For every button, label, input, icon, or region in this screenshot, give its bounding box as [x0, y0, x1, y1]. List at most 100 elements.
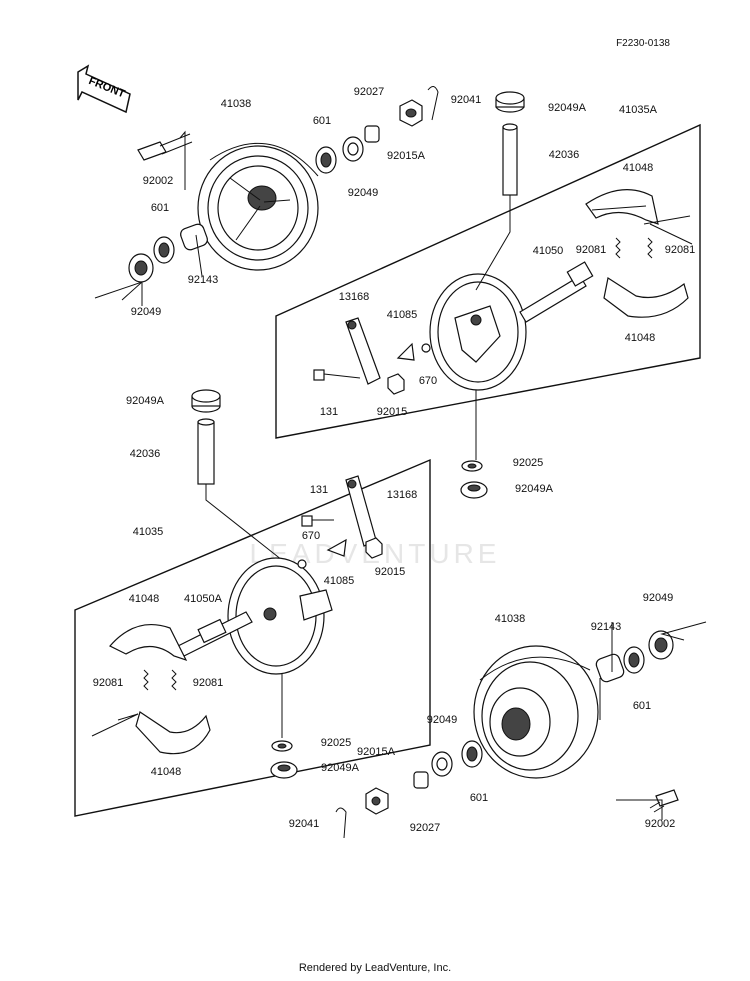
part-label-131_top: 131: [320, 406, 338, 418]
spring-92081-top-l: [615, 237, 621, 259]
brake-drum-top: [197, 142, 319, 271]
bolt-131-top: [313, 369, 361, 381]
spacer-92143-bot: [595, 653, 625, 683]
part-label-92049a_top: 92049A: [548, 102, 587, 114]
seal-92049-top: [342, 136, 364, 162]
bolt-92002-top: [137, 133, 193, 161]
figure-code: F2230-0138: [616, 38, 670, 49]
part-label-42036_left: 42036: [130, 448, 161, 460]
part-label-92025_top: 92025: [513, 457, 544, 469]
bearing-601-bot: [461, 740, 483, 768]
leader-line-axle-left: [205, 484, 283, 561]
part-label-92049_right: 92049: [643, 592, 674, 604]
part-label-42036_top: 42036: [549, 149, 580, 161]
pointer-41085-top: [396, 342, 415, 361]
part-label-601_bot: 601: [470, 792, 488, 804]
seal-92049a-bot: [270, 761, 298, 779]
part-label-92049a_mid: 92049A: [515, 483, 554, 495]
oring-670-mid: [297, 559, 307, 569]
collar-92049a-left: [191, 389, 221, 413]
part-label-92081_top_l: 92081: [576, 244, 607, 256]
group-box-41035a: [275, 123, 701, 439]
seal-92049a-mid: [460, 481, 488, 499]
part-label-601_left: 601: [151, 202, 169, 214]
leader-lines-top-right: [475, 195, 693, 460]
leader-lines-top-left: [94, 130, 203, 306]
part-label-41035: 41035: [133, 526, 164, 538]
part-label-13168_mid: 13168: [387, 489, 418, 501]
part-label-601_top: 601: [313, 115, 331, 127]
spring-92081-mid-r: [171, 669, 177, 691]
axle-42036-left: [197, 418, 215, 485]
part-label-41085_top: 41085: [387, 309, 418, 321]
part-label-92041_bot: 92041: [289, 818, 320, 830]
part-label-92027_top: 92027: [354, 86, 385, 98]
bearing-601-left: [153, 236, 175, 264]
part-label-92143_top: 92143: [188, 274, 219, 286]
part-label-670_mid: 670: [302, 530, 320, 542]
lever-13168-top: [345, 317, 381, 385]
group-box-41035: [74, 458, 431, 817]
part-label-41035a: 41035A: [619, 104, 658, 116]
part-label-92049a_left: 92049A: [126, 395, 165, 407]
spring-92081-top-r: [647, 237, 653, 259]
lever-13168-mid: [345, 475, 377, 547]
brake-drum-bot: [473, 645, 599, 779]
shoe-41048-top2: [603, 277, 689, 318]
shoe-41048-bot: [135, 711, 211, 755]
part-label-92025_bot: 92025: [321, 737, 352, 749]
part-label-41038_bot: 41038: [495, 613, 526, 625]
part-label-92002_bot: 92002: [645, 818, 676, 830]
part-label-92081_top_r: 92081: [665, 244, 696, 256]
part-label-41048_mid: 41048: [129, 593, 160, 605]
spring-92081-mid-l: [143, 669, 149, 691]
shoe-41048-mid: [109, 624, 188, 662]
bolt-92002-bot: [649, 789, 679, 813]
part-label-92015_mid: 92015: [375, 566, 406, 578]
part-label-41050: 41050: [533, 245, 564, 257]
part-label-92015a_bot: 92015A: [357, 746, 396, 758]
part-label-41085_mid: 41085: [324, 575, 355, 587]
pointer-41085-mid: [326, 538, 347, 557]
nut-92015-top: [387, 373, 405, 395]
part-label-41048_top: 41048: [623, 162, 654, 174]
part-label-92015_top: 92015: [377, 406, 408, 418]
oring-670-top: [421, 343, 431, 353]
seal-92049-left: [128, 253, 154, 283]
nut-92015a-bot: [365, 787, 389, 815]
part-label-92049_left: 92049: [131, 306, 162, 318]
part-label-92041_top: 92041: [451, 94, 482, 106]
bearing-601-right: [623, 646, 645, 674]
part-label-41050a: 41050A: [184, 593, 223, 605]
shoe-41048-top: [585, 189, 659, 225]
part-number-labels: 41038 601 92027 92041 92049A 41035A 92002 92049…: [93, 86, 696, 834]
seal-92049-bot: [431, 751, 453, 777]
part-label-92081_mid_l: 92081: [93, 677, 124, 689]
part-label-41038_top: 41038: [221, 98, 252, 110]
front-arrow-icon: FRONT: [77, 64, 131, 114]
brake-panel-mid: [227, 557, 333, 675]
part-label-92049a_bot: 92049A: [321, 762, 360, 774]
footer-credit: Rendered by LeadVenture, Inc.: [298, 962, 452, 974]
part-label-92015a_top: 92015A: [387, 150, 426, 162]
collar-92049a-top: [495, 91, 525, 113]
leader-lines-mid: [91, 674, 283, 738]
washer-92025-top: [461, 460, 483, 472]
brake-panel-top: [429, 273, 527, 391]
part-label-92002_top: 92002: [143, 175, 174, 187]
washer-92025-bot: [271, 740, 293, 752]
bearing-601-top: [315, 146, 337, 174]
seal-92049-right: [648, 630, 674, 660]
cotter-pin-92041-top: [427, 86, 439, 121]
part-label-41048_bot: 41048: [151, 766, 182, 778]
part-label-601_right: 601: [633, 700, 651, 712]
part-label-41048_top2: 41048: [625, 332, 656, 344]
bolt-131-mid: [301, 515, 334, 527]
part-label-92081_mid_r: 92081: [193, 677, 224, 689]
camshaft-41050: [519, 261, 594, 323]
part-label-92027_bot: 92027: [410, 822, 441, 834]
nut-92015a-top: [399, 99, 423, 127]
nut-92015-mid: [365, 537, 383, 559]
part-label-92049_bot: 92049: [427, 714, 458, 726]
